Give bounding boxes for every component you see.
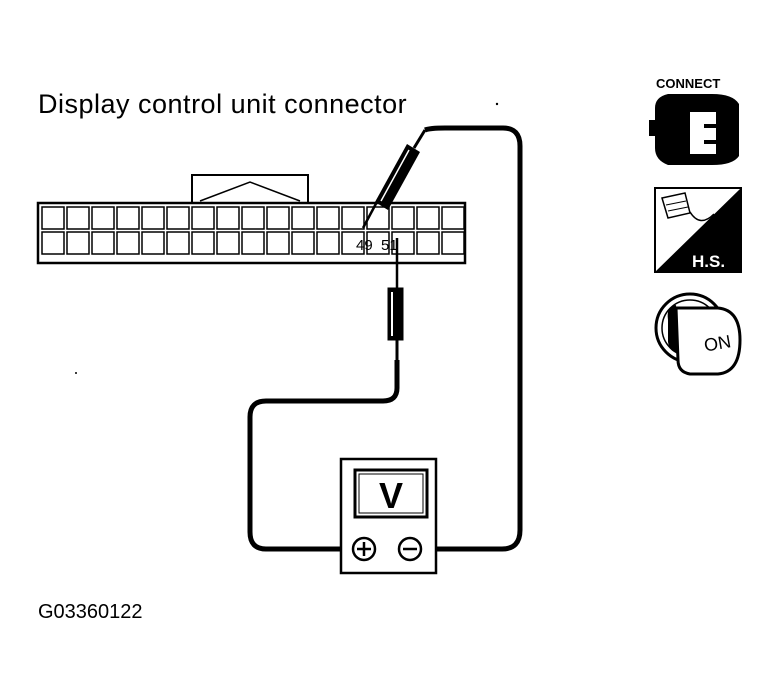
positive-probe-handle: [387, 287, 404, 341]
connector-cavity: [366, 206, 390, 230]
connector-cavity: [91, 206, 115, 230]
connector-cavity: [391, 206, 415, 230]
connector-cavity: [91, 231, 115, 255]
positive-lead-wire: [247, 360, 400, 552]
ignition-on-icon: ON: [654, 292, 742, 376]
figure-code: G03360122: [38, 601, 143, 623]
scan-dot: [495, 102, 499, 106]
connect-icon: CONNECT: [649, 76, 739, 165]
connect-icon-label: CONNECT: [656, 76, 720, 91]
connector-cavity: [41, 206, 65, 230]
diagram-title: Display control unit connector: [38, 89, 407, 119]
connector-cavity: [216, 206, 240, 230]
connector-cavity: [316, 231, 340, 255]
connector-cavity: [141, 231, 165, 255]
connector-cavity: [241, 206, 265, 230]
connector-cavity: [316, 206, 340, 230]
connector-cavity: [116, 231, 140, 255]
connector-cavity: [191, 231, 215, 255]
connector-cavity: [366, 231, 390, 255]
harness-side-icon-label: H.S.: [692, 252, 725, 271]
connector-cavity: [116, 206, 140, 230]
voltmeter-unit-label: V: [379, 475, 403, 516]
connector-cavity: [291, 206, 315, 230]
ignition-on-icon-label: ON: [702, 331, 732, 355]
connector-cavity: [416, 231, 440, 255]
pin-label-49: 49: [356, 237, 373, 254]
connector-cavity: [291, 231, 315, 255]
connector: 49 51: [36, 174, 467, 265]
connector-cavity: [41, 231, 65, 255]
negative-probe-handle: [375, 144, 420, 210]
negative-probe: [361, 129, 427, 229]
connector-cavity: [266, 206, 290, 230]
connector-cavity: [216, 231, 240, 255]
connector-cavity: [191, 206, 215, 230]
connector-latch: [191, 174, 309, 203]
positive-probe: [387, 238, 404, 360]
connector-latch-ramp: [199, 181, 301, 202]
voltmeter: V: [339, 457, 438, 575]
connector-cavity: [166, 206, 190, 230]
scan-dot: [75, 372, 77, 374]
connector-cavity: [416, 206, 440, 230]
connector-cavity: [266, 231, 290, 255]
connector-cavity: [341, 206, 365, 230]
negative-lead-wire: [424, 125, 523, 552]
pin-label-51: 51: [381, 237, 398, 254]
connector-cavity: [341, 231, 365, 255]
connector-cavity: [166, 231, 190, 255]
harness-side-icon: H.S.: [654, 187, 742, 273]
connector-cavity: [441, 231, 465, 255]
connector-cavity: [66, 231, 90, 255]
connector-cavity: [241, 231, 265, 255]
connector-cavity: [441, 206, 465, 230]
connector-cavity: [141, 206, 165, 230]
voltmeter-display: [353, 468, 429, 519]
connector-cavity: [66, 206, 90, 230]
connector-pin-grid: [41, 206, 465, 255]
